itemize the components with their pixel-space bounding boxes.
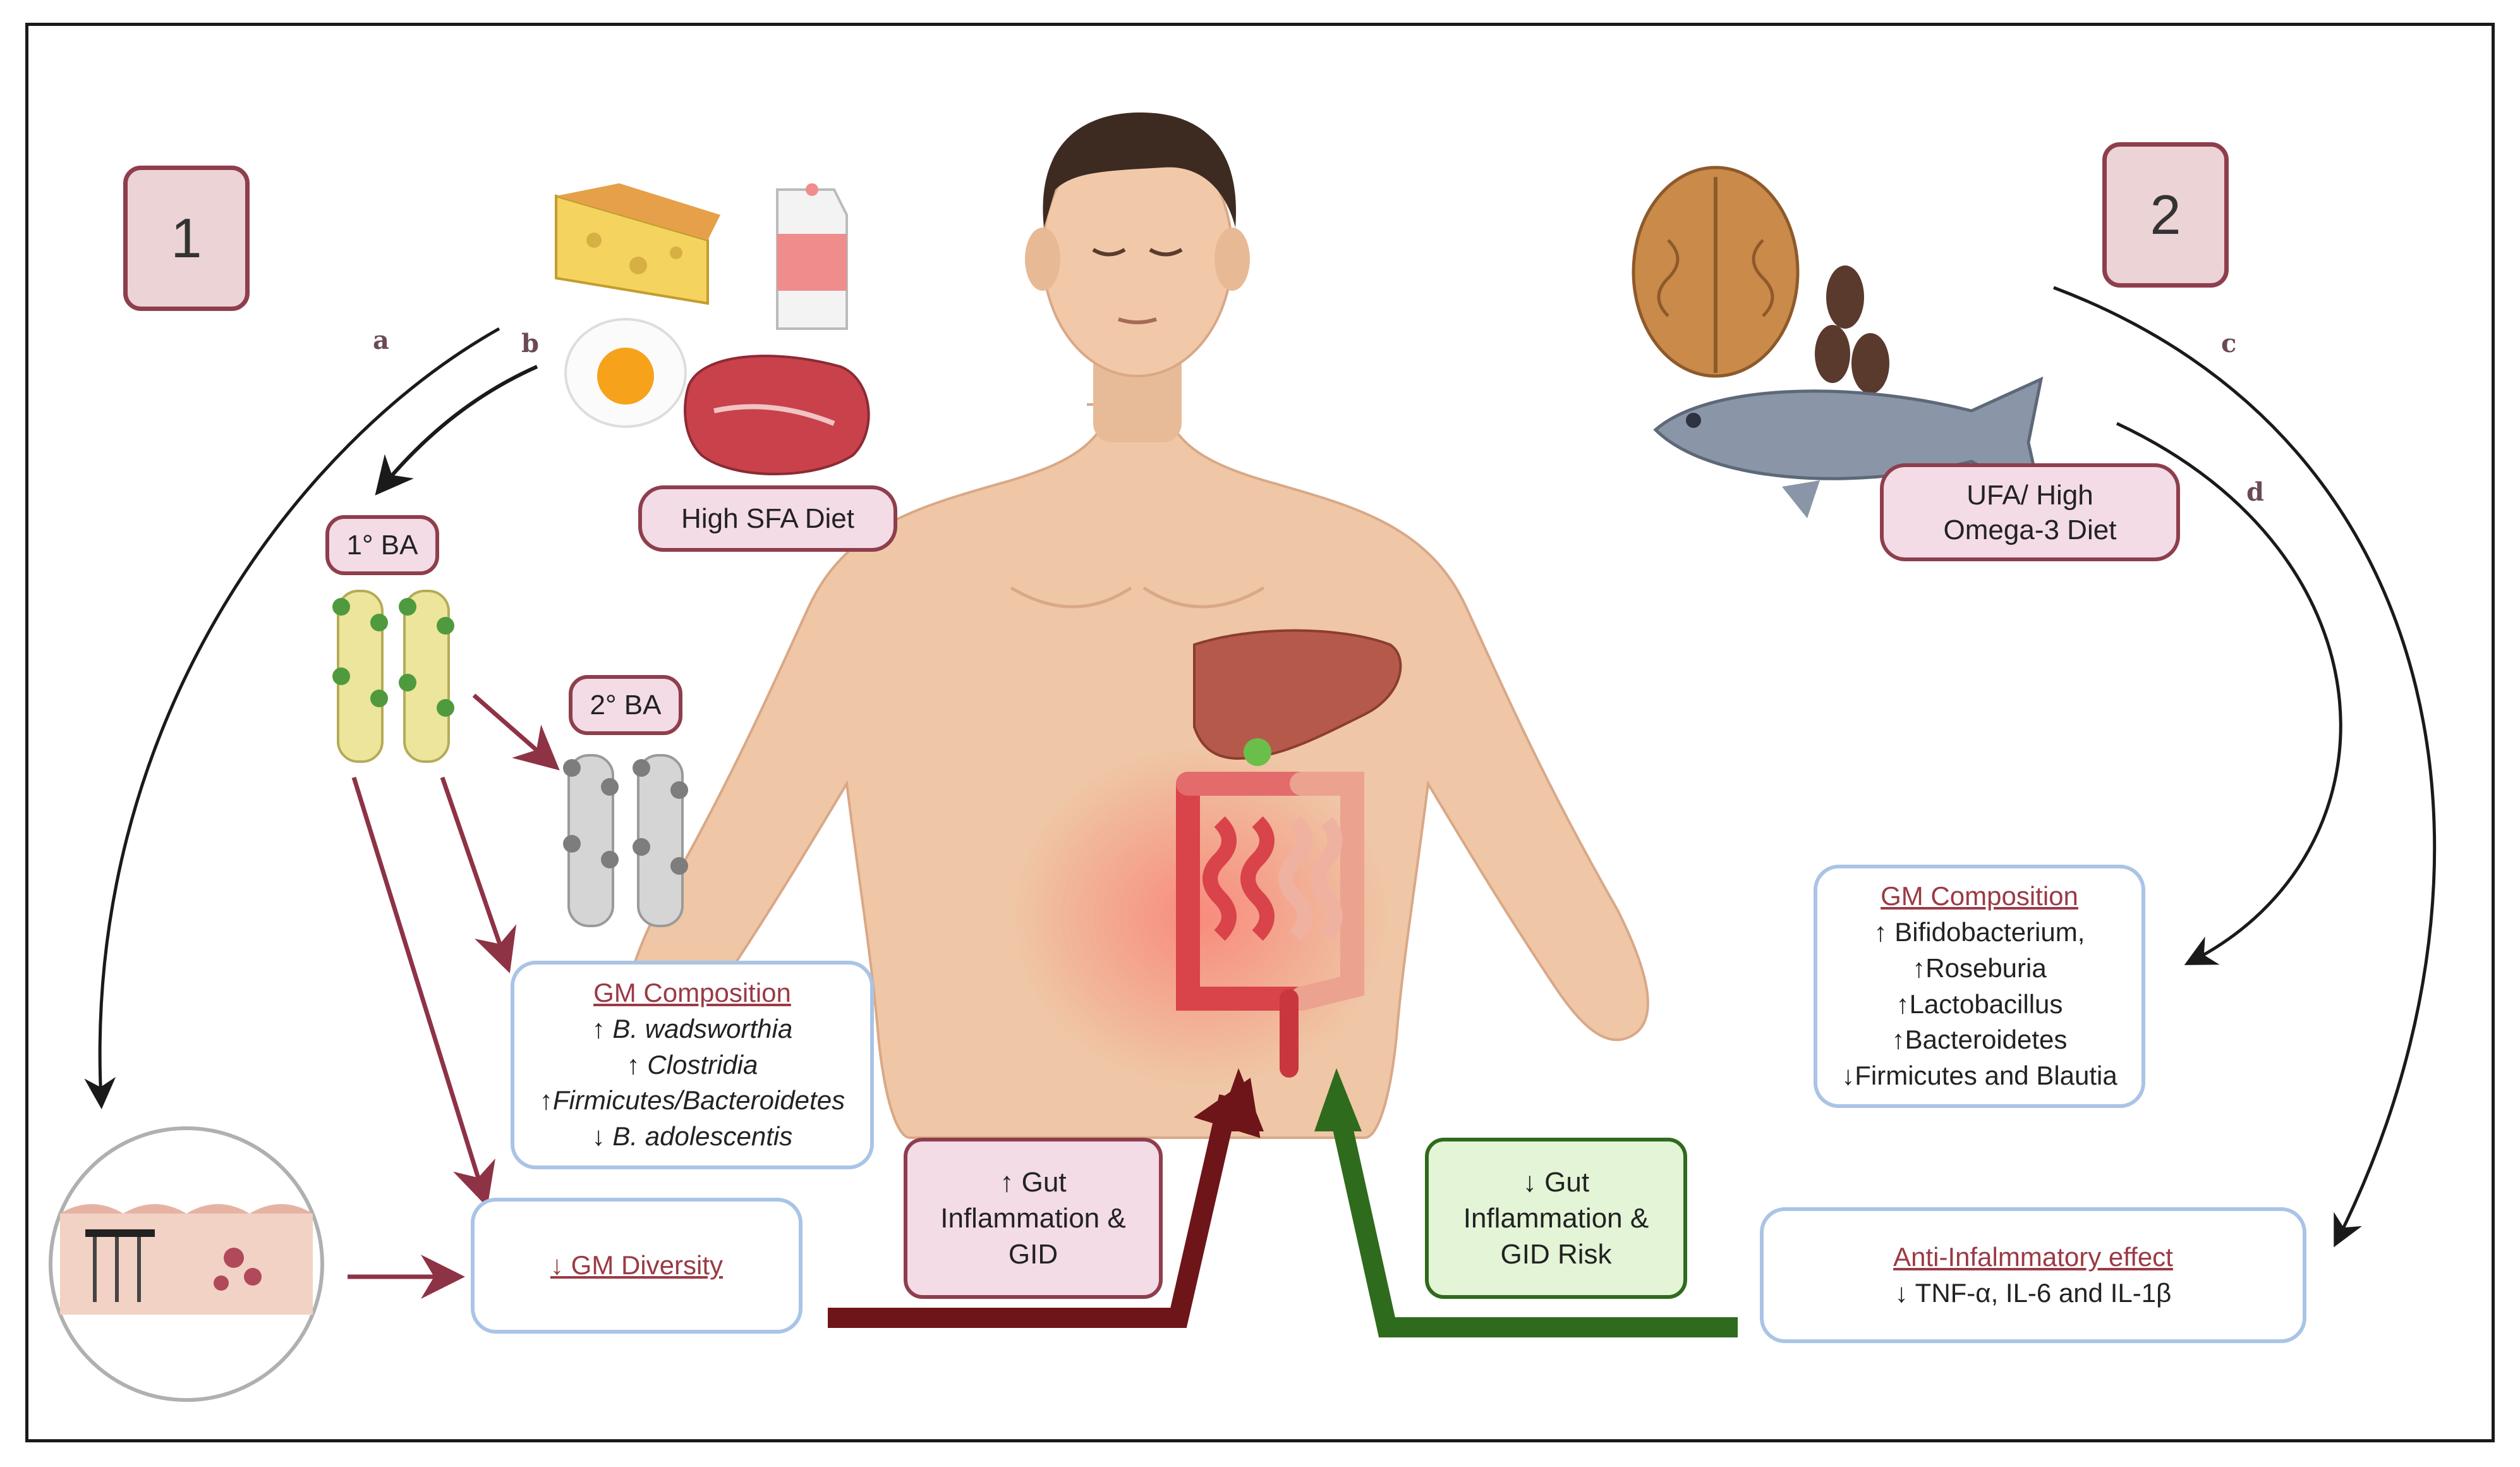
- gm-diversity-text: ↓ GM Diversity: [550, 1250, 723, 1281]
- right-gm-item: ↑Roseburia: [1912, 953, 2047, 983]
- increase-inflammation-line: Inflammation &: [940, 1202, 1126, 1234]
- big-arrow-increase: [828, 1094, 1239, 1328]
- increase-inflammation-line: ↑ Gut: [1000, 1166, 1067, 1198]
- left-gm-item: ↑ B. wadsworthia: [591, 1013, 793, 1044]
- anti-inflammatory-box: Anti-Infalmmatory effect ↓ TNF-α, IL-6 a…: [1760, 1207, 2306, 1343]
- liver-icon: [1193, 629, 1402, 760]
- cheese-icon: [555, 183, 720, 305]
- arrow-b: [375, 365, 538, 496]
- walnut-icon: [1632, 166, 1800, 378]
- right-gm-composition-title: GM Composition: [1881, 881, 2078, 911]
- right-gm-item: ↑Lactobacillus: [1896, 989, 2063, 1019]
- gut-lining-icon: [49, 1126, 324, 1402]
- arrow-c: [2053, 286, 2437, 1248]
- high-sfa-diet-label: High SFA Diet: [638, 485, 897, 552]
- arrow-to-gm-diversity: [351, 776, 495, 1208]
- right-gm-item: ↑Bacteroidetes: [1891, 1025, 2068, 1055]
- seeds-icon: [1815, 265, 1889, 394]
- steak-icon: [684, 355, 870, 475]
- bile-acid-icon-primary: [332, 590, 454, 763]
- left-gm-composition-box: GM Composition ↑ B. wadsworthia ↑ Clostr…: [511, 961, 874, 1169]
- figure-frame: [25, 23, 2495, 1442]
- increase-inflammation-box: ↑ Gut Inflammation & GID: [904, 1138, 1163, 1299]
- arrow-d: [2116, 422, 2342, 965]
- gallbladder-icon: [1244, 738, 1271, 766]
- increase-inflammation-line: GID: [1008, 1239, 1058, 1270]
- fish-icon: [1653, 376, 2044, 518]
- right-gm-composition-box: GM Composition ↑ Bifidobacterium, ↑Roseb…: [1814, 865, 2145, 1108]
- secondary-bile-acid-label: 2° BA: [569, 675, 682, 735]
- gm-diversity-box: ↓ GM Diversity: [471, 1198, 803, 1334]
- left-gm-item: ↑Firmicutes/Bacteroidetes: [539, 1085, 845, 1116]
- anti-inflammatory-text: ↓ TNF-α, IL-6 and IL-1β: [1894, 1277, 2172, 1308]
- right-gm-item: ↓Firmicutes and Blautia: [1841, 1060, 2117, 1090]
- ufa-diet-line: UFA/ High: [1966, 479, 2093, 511]
- left-gm-item: ↑ Clostridia: [626, 1049, 758, 1080]
- decrease-inflammation-line: Inflammation &: [1463, 1202, 1649, 1234]
- primary-bile-acid-label: 1° BA: [325, 515, 439, 575]
- big-arrow-decrease: [1326, 1097, 1738, 1337]
- arrow-to-gm-composition: [440, 776, 517, 973]
- anti-inflammatory-title: Anti-Infalmmatory effect: [1893, 1241, 2173, 1272]
- panel-number-1: 1: [123, 166, 250, 311]
- path-label-a: a: [373, 326, 389, 355]
- panel-number-2: 2: [2102, 142, 2229, 288]
- left-gm-composition-title: GM Composition: [593, 978, 791, 1008]
- ufa-omega3-diet-label: UFA/ High Omega-3 Diet: [1880, 463, 2180, 561]
- ufa-diet-line: Omega-3 Diet: [1943, 514, 2117, 545]
- arrow-ba-conversion: [472, 693, 560, 770]
- fried-egg-icon: [564, 318, 687, 428]
- arrow-a: [84, 327, 500, 1109]
- path-label-b: b: [521, 329, 539, 358]
- path-label-d: d: [2246, 477, 2264, 507]
- decrease-inflammation-line: ↓ Gut: [1522, 1166, 1590, 1198]
- left-gm-item: ↓ B. adolescentis: [591, 1121, 793, 1152]
- decrease-inflammation-line: GID Risk: [1500, 1239, 1612, 1270]
- right-gm-item: ↑ Bifidobacterium,: [1874, 917, 2085, 947]
- intestine-icon: [1176, 772, 1364, 1078]
- bile-acid-icon-secondary: [563, 754, 688, 927]
- decrease-inflammation-box: ↓ Gut Inflammation & GID Risk: [1425, 1138, 1687, 1299]
- path-label-c: c: [2221, 329, 2237, 358]
- milk-carton-icon: [776, 183, 848, 330]
